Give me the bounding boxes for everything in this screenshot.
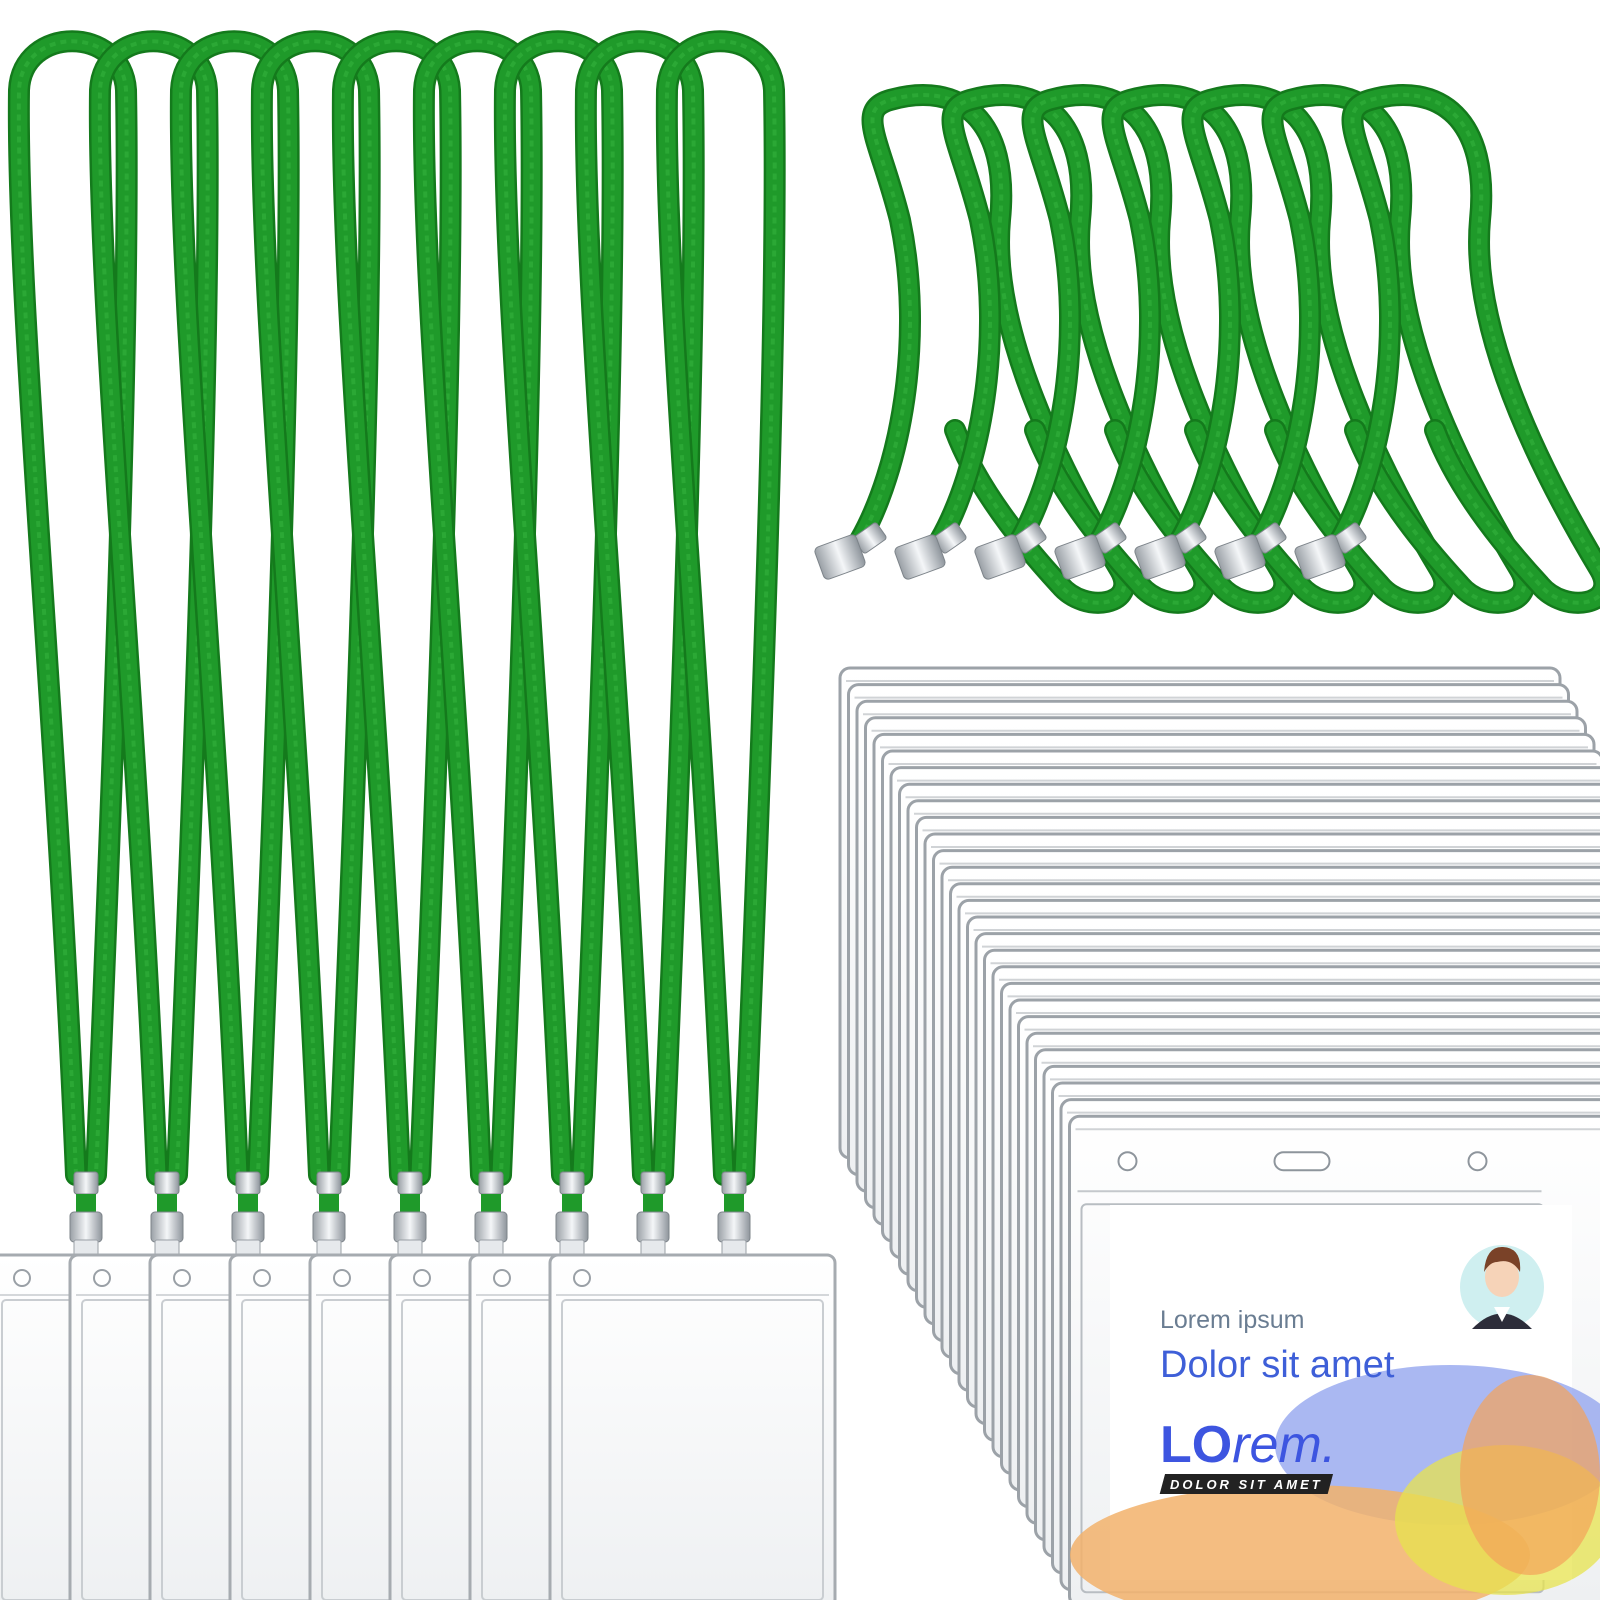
lanyard-crimp xyxy=(640,1171,666,1195)
lanyard-crimp xyxy=(559,1171,585,1195)
lanyard-weave xyxy=(97,39,210,1176)
holder-hole xyxy=(173,1269,191,1287)
lanyard-loop xyxy=(319,1194,339,1216)
short-lanyard-weave xyxy=(1018,93,1287,605)
lanyard-weave xyxy=(421,39,534,1176)
lanyard-weave xyxy=(583,39,696,1176)
short-lanyard-weave xyxy=(938,93,1207,605)
holder-outline xyxy=(548,1253,837,1600)
short-lanyard-clip xyxy=(1294,534,1346,580)
lanyard-weave xyxy=(178,39,291,1176)
holder-hole xyxy=(253,1269,271,1287)
badge-holder xyxy=(548,1253,837,1600)
holder-pocket xyxy=(561,1299,824,1600)
short-lanyard-weave xyxy=(1258,93,1527,605)
lanyard-loop xyxy=(562,1194,582,1216)
card-decor-blob-peach xyxy=(1460,1375,1600,1575)
lanyard-loop xyxy=(724,1194,744,1216)
holder-hole xyxy=(413,1269,431,1287)
short-lanyard xyxy=(974,84,1296,614)
short-lanyard xyxy=(1214,84,1536,614)
short-lanyard-weave xyxy=(1338,93,1600,605)
lanyard-weave xyxy=(259,39,372,1176)
card-line2: Dolor sit amet xyxy=(1160,1344,1395,1386)
holder-hole xyxy=(333,1269,351,1287)
card-logo: LOrem. xyxy=(1160,1416,1336,1474)
lanyard-crimp xyxy=(154,1171,180,1195)
short-lanyard-clip xyxy=(974,534,1026,580)
lanyard-weave xyxy=(502,39,615,1176)
lanyard-loop xyxy=(400,1194,420,1216)
long-lanyard xyxy=(655,30,786,1261)
metal-clip xyxy=(636,1211,670,1243)
lanyard-loop xyxy=(643,1194,663,1216)
left-badge-holders-group xyxy=(0,1253,837,1600)
holder-hole xyxy=(573,1269,591,1287)
short-lanyard-clip xyxy=(894,534,946,580)
holder-hole xyxy=(13,1269,31,1287)
lanyard-loop xyxy=(76,1194,96,1216)
avatar xyxy=(1472,1246,1532,1329)
short-lanyard xyxy=(894,84,1216,614)
short-lanyard-strap-edge xyxy=(1329,84,1600,614)
metal-clip xyxy=(312,1211,346,1243)
short-lanyard-clip xyxy=(1214,534,1266,580)
short-lanyards-group xyxy=(814,84,1600,614)
card-tagline-bar xyxy=(1159,1474,1334,1494)
holder-hole xyxy=(493,1269,511,1287)
lanyard-crimp xyxy=(73,1171,99,1195)
metal-clip xyxy=(717,1211,751,1243)
holder-hole xyxy=(93,1269,111,1287)
lanyard-loop xyxy=(238,1194,258,1216)
metal-clip xyxy=(150,1211,184,1243)
lanyard-weave xyxy=(340,39,453,1176)
short-lanyard-clip xyxy=(1134,534,1186,580)
front-holder-slot xyxy=(1273,1151,1331,1172)
long-lanyards-group xyxy=(7,30,786,1261)
short-lanyard xyxy=(1134,84,1456,614)
front-id-card: Lorem ipsum Dolor sit amet LOrem. DOLOR … xyxy=(1070,1205,1600,1600)
metal-clip xyxy=(393,1211,427,1243)
short-lanyard xyxy=(1294,84,1600,614)
short-lanyard xyxy=(814,84,1136,614)
lanyard-weave xyxy=(664,39,777,1176)
card-tagline: DOLOR SIT AMET xyxy=(1170,1477,1323,1492)
short-lanyard xyxy=(1054,84,1376,614)
lanyard-crimp xyxy=(721,1171,747,1195)
short-lanyard-clip xyxy=(814,534,866,580)
front-holder-hole-right xyxy=(1467,1151,1488,1172)
lanyard-loop xyxy=(157,1194,177,1216)
lanyard-crimp xyxy=(316,1171,342,1195)
short-lanyard-weave xyxy=(1098,93,1367,605)
metal-clip xyxy=(69,1211,103,1243)
front-holder-hole-left xyxy=(1117,1151,1138,1172)
short-lanyard-clip xyxy=(1054,534,1106,580)
short-lanyard-weave xyxy=(858,93,1127,605)
lanyard-weave xyxy=(16,39,129,1176)
lanyard-crimp xyxy=(235,1171,261,1195)
card-line1: Lorem ipsum xyxy=(1160,1306,1305,1334)
metal-clip xyxy=(474,1211,508,1243)
metal-clip xyxy=(231,1211,265,1243)
card-logo-bold: LO xyxy=(1160,1416,1232,1474)
lanyard-crimp xyxy=(478,1171,504,1195)
metal-clip xyxy=(555,1211,589,1243)
card-logo-rest: rem. xyxy=(1232,1416,1336,1474)
short-lanyard-weave xyxy=(1178,93,1447,605)
lanyard-loop xyxy=(481,1194,501,1216)
lanyard-crimp xyxy=(397,1171,423,1195)
